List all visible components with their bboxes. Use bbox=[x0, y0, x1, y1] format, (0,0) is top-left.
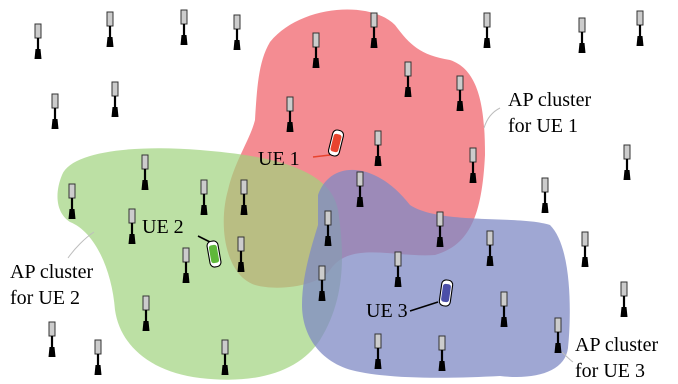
leader-line-ue1 bbox=[312, 154, 331, 158]
antenna-icon bbox=[619, 280, 629, 319]
antenna-icon bbox=[635, 9, 645, 48]
antenna-icon bbox=[540, 176, 550, 215]
leader-line-ue2 bbox=[197, 235, 211, 243]
antenna-icon bbox=[622, 143, 632, 182]
antenna-icon bbox=[179, 8, 189, 47]
ue2-label: UE 2 bbox=[142, 216, 184, 238]
cluster-ue1-label: AP cluster for UE 1 bbox=[508, 87, 591, 139]
leader-line-ue2-cluster bbox=[67, 231, 95, 259]
antenna-icon bbox=[50, 92, 60, 131]
antenna-icon bbox=[93, 338, 103, 377]
ue3-car-icon bbox=[438, 279, 454, 307]
ue1-label: UE 1 bbox=[258, 148, 300, 170]
antenna-icon bbox=[105, 10, 115, 49]
cluster-ue2-label: AP cluster for UE 2 bbox=[10, 259, 93, 311]
cluster-ue1-label-line2: for UE 1 bbox=[508, 115, 578, 137]
cluster-region-ue2 bbox=[57, 148, 343, 380]
antenna-icon bbox=[232, 13, 242, 52]
cluster-ue3-label-line1: AP cluster bbox=[575, 334, 659, 356]
antenna-icon bbox=[33, 22, 43, 61]
cluster-ue3-label: AP cluster for UE 3 bbox=[575, 332, 658, 384]
cluster-ue3-label-line2: for UE 3 bbox=[575, 360, 645, 382]
antenna-icon bbox=[580, 230, 590, 269]
cluster-ue2-label-line2: for UE 2 bbox=[10, 287, 80, 309]
leader-line-ue3-cluster bbox=[561, 351, 574, 363]
leader-line-ue3 bbox=[409, 301, 439, 312]
ue1-car-icon bbox=[327, 129, 345, 157]
leader-line-ue1-cluster bbox=[483, 107, 501, 129]
antenna-icon bbox=[577, 16, 587, 55]
cluster-ue1-label-line1: AP cluster bbox=[508, 89, 592, 111]
antenna-icon bbox=[482, 11, 492, 50]
ue3-label: UE 3 bbox=[366, 300, 408, 322]
ue2-car-icon bbox=[206, 240, 222, 268]
antenna-icon bbox=[47, 320, 57, 359]
antenna-icon bbox=[110, 80, 120, 119]
cluster-ue2-label-line1: AP cluster bbox=[10, 261, 94, 283]
